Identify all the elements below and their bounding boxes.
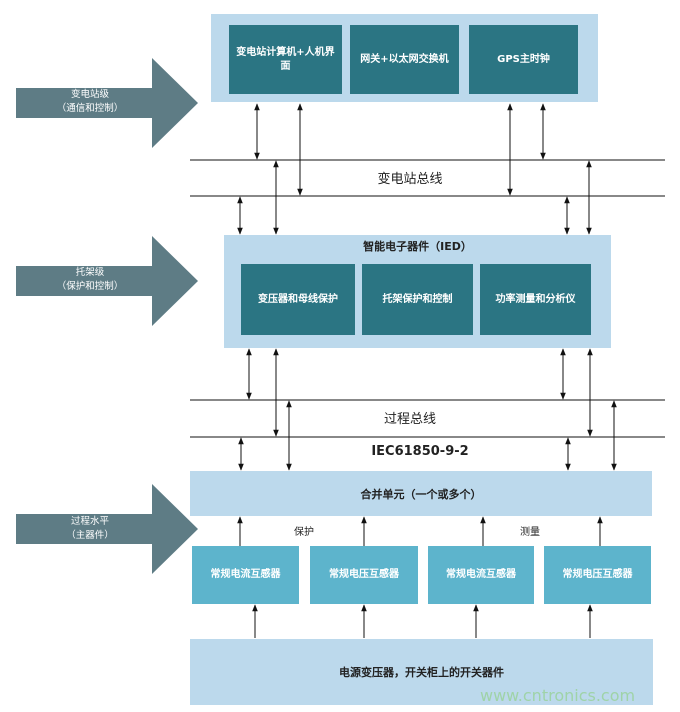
bay-protection-control-box: 托架保护和控制: [362, 264, 473, 335]
level-arrow-substation: [16, 58, 198, 148]
watermark-text: www.cntronics.com: [480, 686, 636, 705]
voltage-transformer-2-box: 常规电压互感器: [544, 546, 651, 604]
level-subtitle: （保护和控制）: [56, 281, 124, 292]
substation-computer-hmi-box: 变电站计算机+人机界面: [229, 25, 342, 94]
level-subtitle: （通信和控制）: [56, 103, 124, 114]
level-arrow-bay: [16, 236, 198, 326]
voltage-transformer-1-box: 常规电压互感器: [310, 546, 418, 604]
protection-label: 保护: [294, 527, 314, 538]
power-measurement-analyzer-box: 功率测量和分析仪: [480, 264, 591, 335]
level-subtitle: （主器件）: [66, 530, 114, 541]
level-label-bay: 托架级 （保护和控制）: [40, 266, 140, 294]
merging-unit-label: 合并单元（一个或多个）: [360, 487, 482, 501]
level-arrow-process: [16, 484, 198, 574]
current-transformer-2-box: 常规电流互感器: [428, 546, 534, 604]
process-bus-label: 过程总线: [383, 412, 436, 427]
measurement-label: 测量: [520, 527, 540, 538]
level-title: 变电站级: [70, 89, 109, 100]
primary-equipment-box: 电源变压器，开关柜上的开关器件: [190, 639, 653, 705]
standard-label: IEC61850-9-2: [371, 444, 469, 459]
gateway-ethernet-switch-box: 网关+以太网交换机: [350, 25, 459, 94]
level-label-substation: 变电站级 （通信和控制）: [40, 88, 140, 116]
gps-master-clock-box: GPS主时钟: [469, 25, 578, 94]
level-title: 过程水平: [70, 516, 109, 527]
current-transformer-1-box: 常规电流互感器: [192, 546, 299, 604]
level-title: 托架级: [75, 267, 105, 278]
station-bus-label: 变电站总线: [377, 172, 443, 187]
level-label-process: 过程水平 （主器件）: [40, 515, 140, 543]
ied-title: 智能电子器件（IED）: [363, 240, 472, 253]
transformer-busbar-protection-box: 变压器和母线保护: [241, 264, 355, 335]
merging-unit-box: 合并单元（一个或多个）: [190, 471, 652, 516]
primary-equipment-label: 电源变压器，开关柜上的开关器件: [339, 666, 504, 679]
